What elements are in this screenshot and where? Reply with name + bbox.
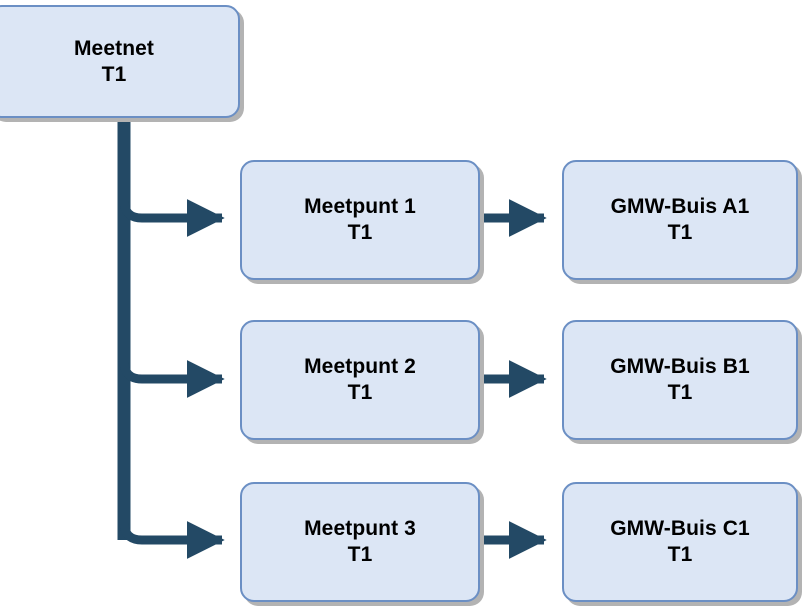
- node-meetpunt-3-line1: Meetpunt 3: [304, 517, 416, 541]
- node-meetpunt-2-line2: T1: [347, 381, 373, 404]
- node-meetpunt-3[interactable]: Meetpunt 3 T1: [240, 482, 480, 602]
- node-meetnet[interactable]: Meetnet T1: [0, 5, 240, 118]
- node-gmw-buis-b1[interactable]: GMW-Buis B1 T1: [562, 320, 798, 440]
- node-meetpunt-1-line1: Meetpunt 1: [304, 195, 416, 219]
- node-gmw-buis-c1[interactable]: GMW-Buis C1 T1: [562, 482, 798, 602]
- node-meetpunt-2[interactable]: Meetpunt 2 T1: [240, 320, 480, 440]
- edge-root-to-meetpunt-3: [119, 521, 225, 559]
- node-meetpunt-2-line1: Meetpunt 2: [304, 355, 416, 379]
- node-meetpunt-1-line2: T1: [347, 221, 373, 244]
- node-meetpunt-1[interactable]: Meetpunt 1 T1: [240, 160, 480, 280]
- edge-root-to-meetpunt-2: [119, 360, 225, 398]
- node-gmw-buis-c1-line2: T1: [667, 543, 693, 566]
- node-gmw-buis-b1-line2: T1: [667, 381, 693, 404]
- node-gmw-buis-a1-line2: T1: [667, 221, 693, 244]
- node-gmw-buis-a1[interactable]: GMW-Buis A1 T1: [562, 160, 798, 280]
- node-gmw-buis-b1-line1: GMW-Buis B1: [610, 355, 750, 379]
- node-meetnet-line1: Meetnet: [73, 36, 155, 60]
- edge-root-to-meetpunt-1: [119, 199, 225, 237]
- node-gmw-buis-a1-line1: GMW-Buis A1: [610, 195, 750, 219]
- node-gmw-buis-c1-line1: GMW-Buis C1: [610, 517, 750, 541]
- node-meetnet-line2: T1: [101, 62, 127, 86]
- node-meetpunt-3-line2: T1: [347, 543, 373, 566]
